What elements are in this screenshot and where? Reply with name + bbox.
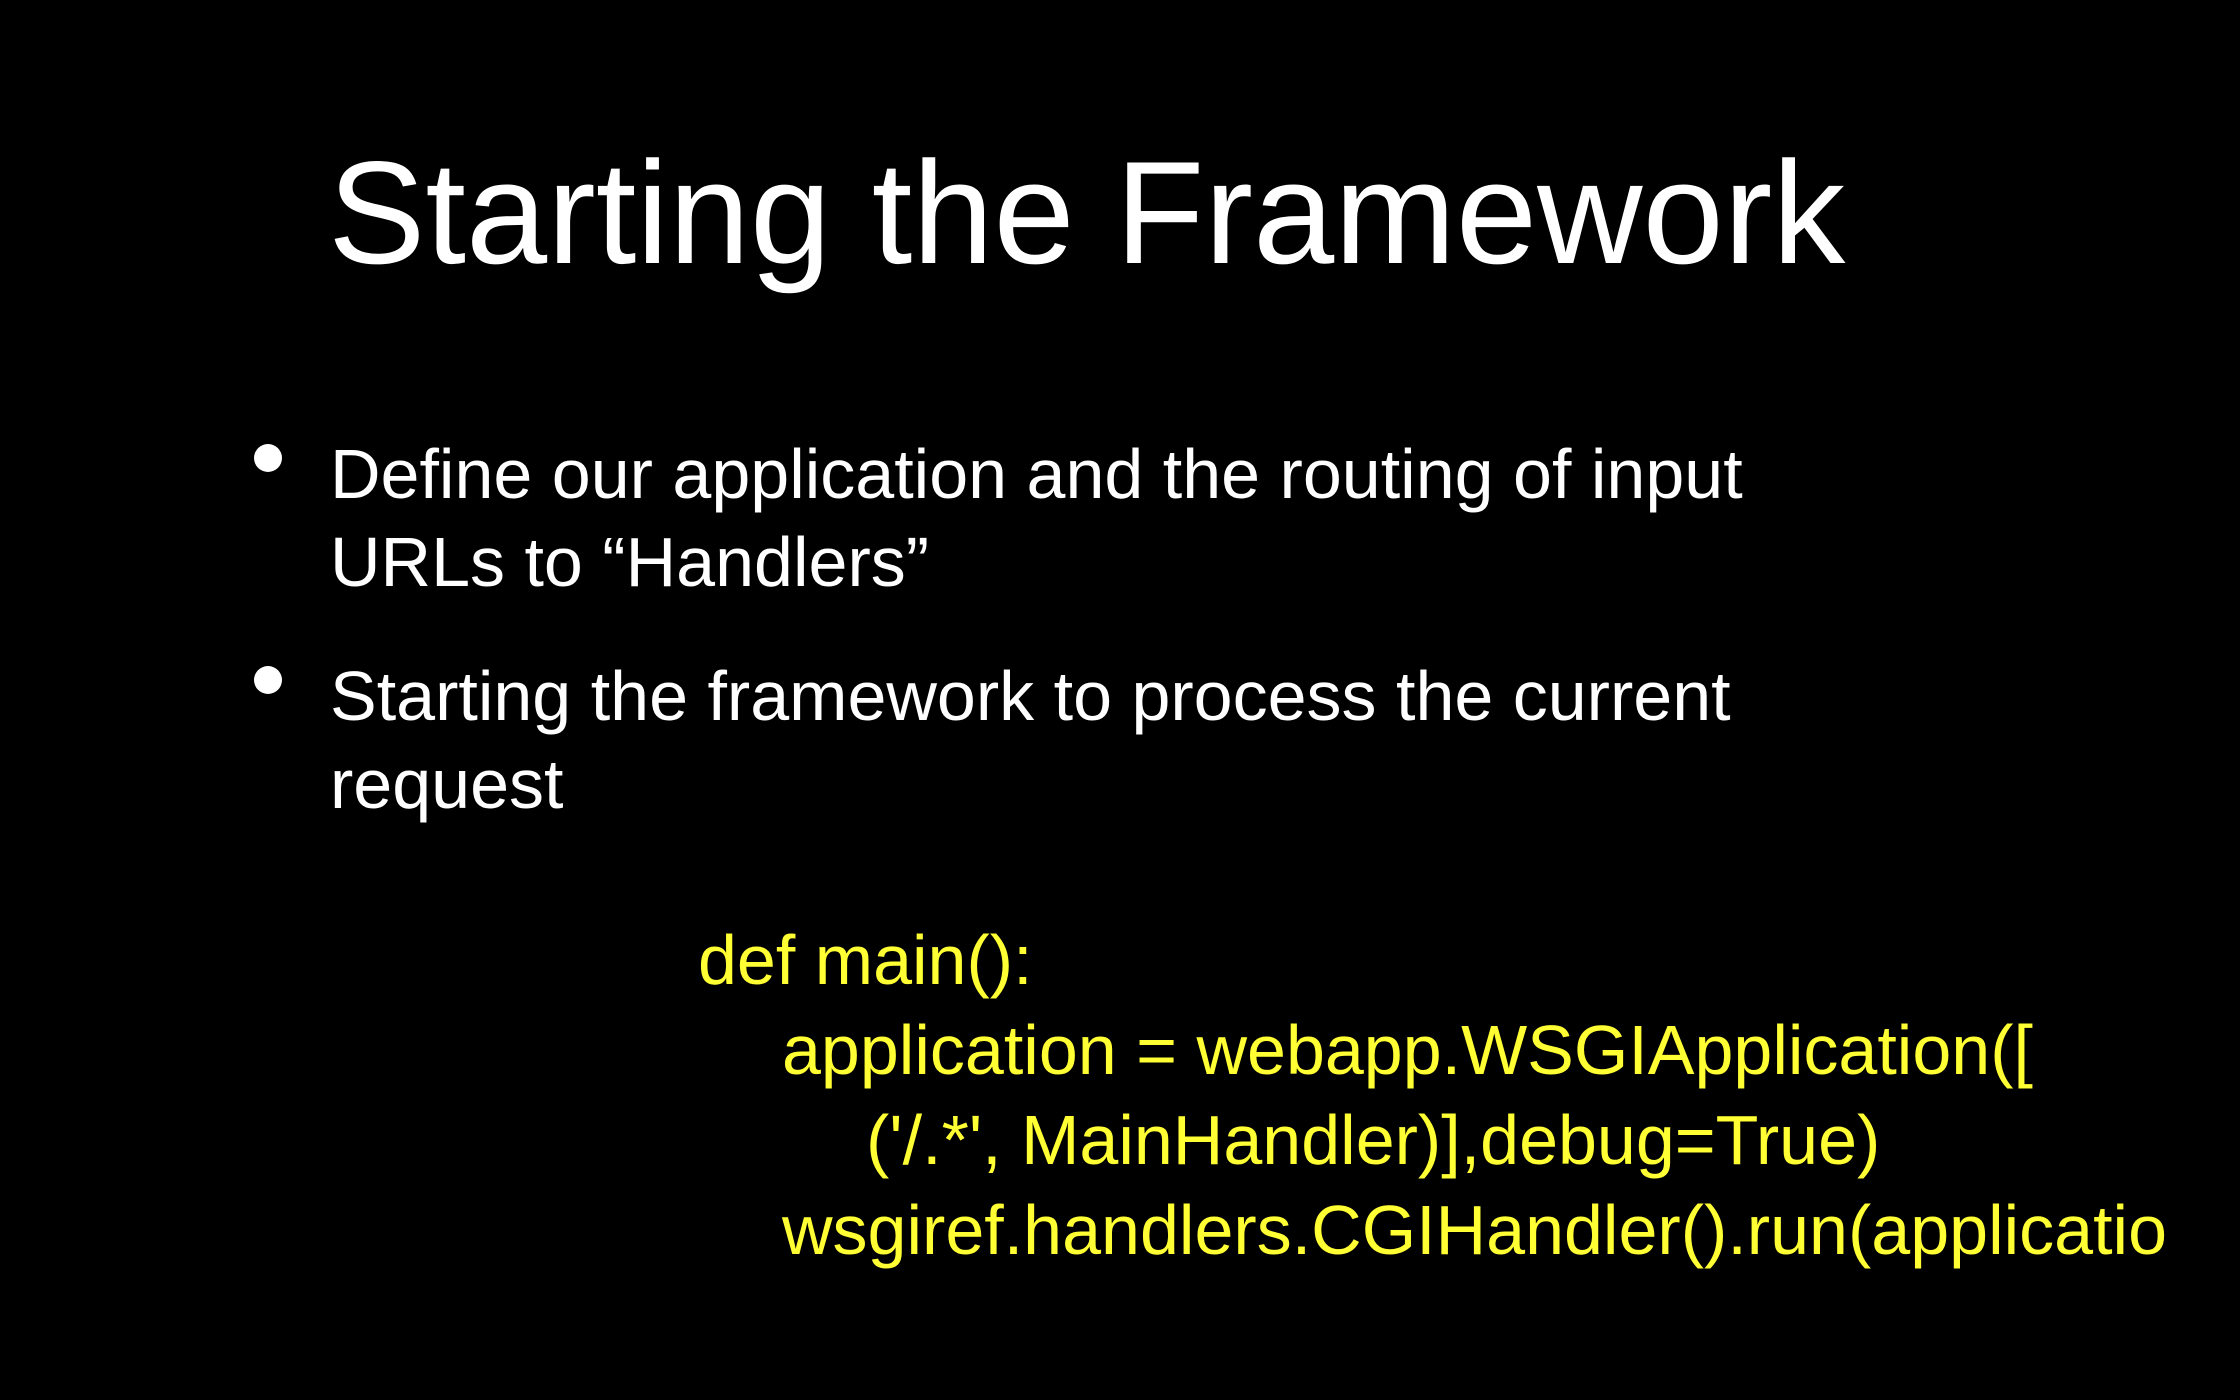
slide-title: Starting the Framework	[328, 131, 1846, 294]
bullet-text-line: Starting the framework to process the cu…	[330, 657, 1731, 735]
bullet-text-line: URLs to “Handlers”	[330, 523, 930, 601]
bullet-item-2: Starting the framework to process the cu…	[248, 652, 1948, 828]
code-line: ('/.*', MainHandler)],debug=True)	[866, 1101, 1881, 1179]
bullet-text-line: Define our application and the routing o…	[330, 435, 1743, 513]
bullet-text-line: request	[330, 745, 564, 823]
bullet-dot-icon	[254, 444, 282, 472]
code-block: def main(): application = webapp.WSGIApp…	[698, 915, 2167, 1275]
bullet-item-1: Define our application and the routing o…	[248, 430, 1948, 606]
code-line: wsgiref.handlers.CGIHandler().run(applic…	[782, 1191, 2168, 1269]
bullet-dot-icon	[254, 666, 282, 694]
code-line: def main():	[698, 921, 1033, 999]
code-line: application = webapp.WSGIApplication([	[782, 1011, 2033, 1089]
bullet-list: Define our application and the routing o…	[248, 430, 1948, 874]
